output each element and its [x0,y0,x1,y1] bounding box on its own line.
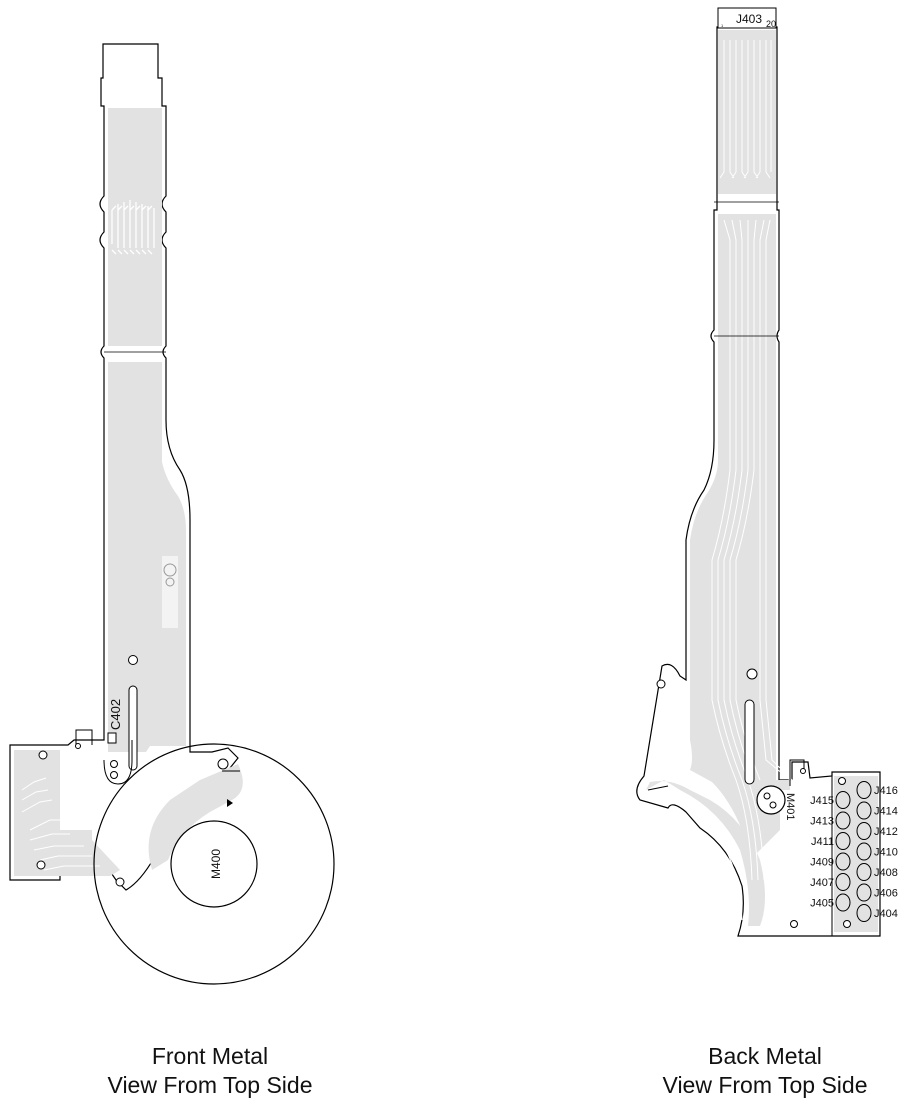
pad-j416 [856,781,872,799]
back-copper-top [718,30,776,194]
front-caption-subtitle: View From Top Side [107,1072,313,1098]
front-copper-lower [108,362,162,462]
pad-label-j414: J414 [874,806,898,818]
back-copper-hook [646,780,765,926]
back-hole [838,777,846,785]
m401-via [763,792,771,800]
pad-j404 [856,904,872,922]
pad-j409 [835,852,851,871]
back-caption-subtitle: View From Top Side [662,1072,868,1098]
back-hook-tick [647,785,669,791]
back-hole [843,920,851,928]
motor-m400-outer [93,743,335,985]
front-metal-board: C402 M400 [9,43,335,985]
pad-label-j411: J411 [811,836,834,848]
m401-trace [789,759,805,786]
front-tab-traces [21,777,100,871]
pad-j406 [856,883,872,902]
pad-label-j415: J415 [810,795,834,807]
pad-j405 [835,893,851,912]
j403-pin-last: 20 [766,19,776,29]
pad-label-j413: J413 [810,816,834,828]
front-hole [38,750,48,760]
pad-j410 [856,842,872,861]
pad-label-j407: J407 [810,877,834,889]
pad-j412 [856,822,872,840]
back-metal-board: J403 1 20 [636,7,898,937]
back-hole [656,679,666,689]
c402-via [110,760,118,768]
front-hole [36,860,46,870]
pad-label-j409: J409 [810,857,834,869]
pad-label-j405: J405 [810,898,834,910]
pad-label-j416: J416 [874,785,898,797]
pad-j414 [856,801,872,820]
back-copper-mid [718,214,776,460]
front-hole [115,877,125,887]
front-caption: Front Metal View From Top Side [90,1042,330,1100]
back-top-traces [719,40,772,179]
front-logo-block [162,556,178,628]
m400-label: M400 [209,849,223,879]
c402-trace [75,729,93,745]
pad-j407 [835,873,851,891]
j403-connector [717,7,777,29]
back-pad-block [831,771,881,937]
front-hole [217,758,229,770]
c402-label: C402 [108,699,123,730]
back-hole [746,668,758,680]
pad-j413 [835,811,851,830]
front-copper-arc [148,764,243,870]
back-slot [744,699,755,785]
front-copper-tab [14,750,120,876]
pad-j415 [835,791,851,809]
front-copper-neck [108,462,186,752]
pad-label-j406: J406 [874,888,898,900]
pad-label-j404: J404 [874,908,898,920]
back-caption-title: Back Metal [708,1043,822,1069]
c402-pad [107,732,117,744]
front-meander-traces [111,200,155,255]
c402-lobe [103,740,133,785]
j403-label: J403 [736,12,762,26]
front-slot [128,685,138,771]
pad-label-j412: J412 [874,826,898,838]
pad-j411 [835,832,851,850]
motor-m401 [756,785,786,815]
m401-trace-via [800,768,806,774]
pad-label-j410: J410 [874,847,898,859]
m401-via [769,801,777,809]
m401-label: M401 [784,793,796,821]
back-copper-neck [690,460,790,860]
pad-label-j408: J408 [874,867,898,879]
j403-pin-first: 1 [721,23,724,28]
pad-j408 [856,863,872,881]
front-caption-title: Front Metal [151,1043,269,1069]
back-hole [790,920,798,928]
front-copper-upper [108,108,162,346]
back-caption: Back Metal View From Top Side [645,1042,885,1100]
motor-m400-inner [170,820,258,908]
m400-arrow [227,799,233,807]
c402-via [110,771,118,779]
front-hole [128,655,138,665]
c402-via [75,743,81,749]
